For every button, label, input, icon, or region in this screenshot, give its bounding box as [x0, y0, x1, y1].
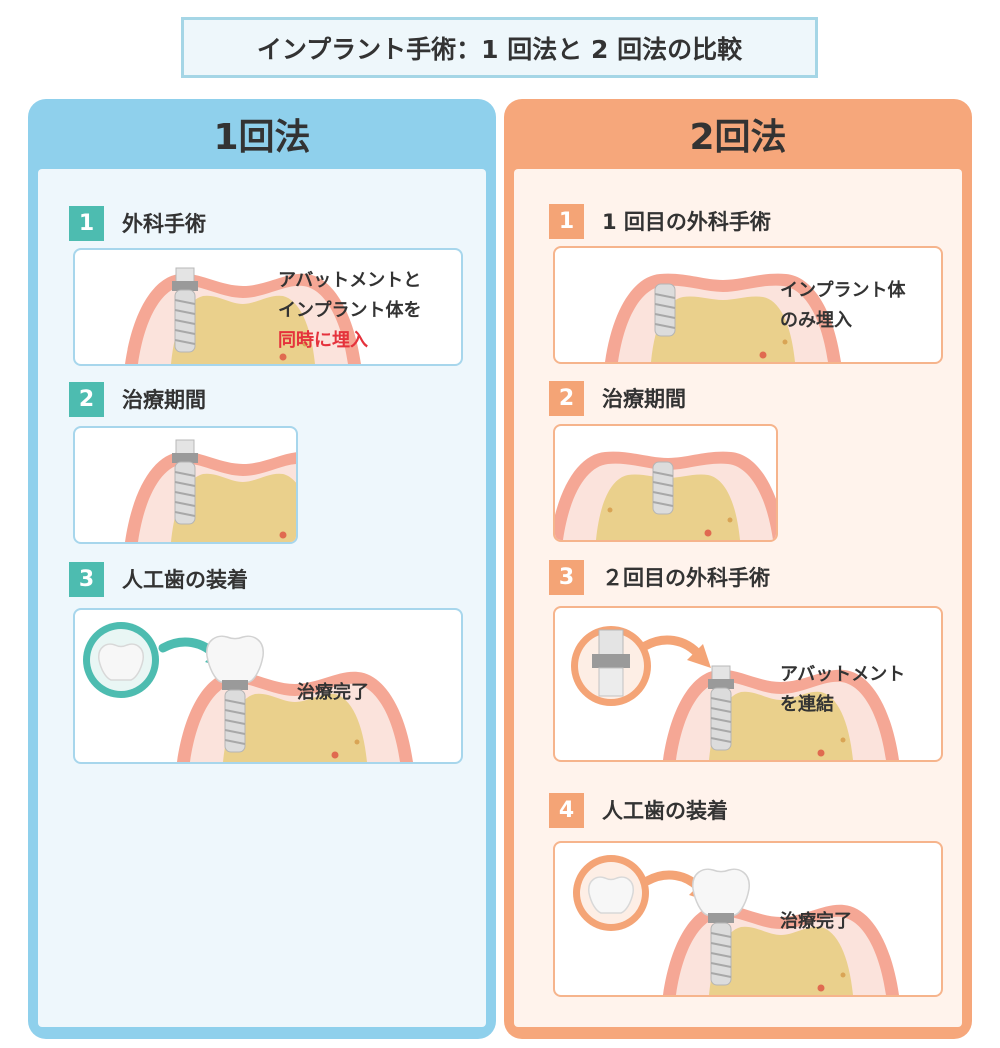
- step-number-badge: 3: [69, 561, 104, 597]
- step-label: 治療期間: [602, 387, 686, 411]
- healing-period-illustration: [125, 439, 296, 542]
- one-stage-step-2: 2 治療期間: [69, 381, 206, 417]
- two-stage-step-4: 4 人工歯の装着: [549, 792, 728, 828]
- desc-line: のみ埋入: [780, 310, 852, 331]
- step-label: 人工歯の装着: [602, 799, 728, 823]
- desc-line: アバットメントと: [278, 270, 422, 291]
- desc-line: インプラント体を: [278, 300, 422, 321]
- desc-line: インプラント体: [780, 280, 906, 301]
- two-stage-step-1: 1 1 回目の外科手術: [549, 203, 771, 239]
- step-description: アバットメントと インプラント体を 同時に埋入: [278, 266, 421, 356]
- crown-placement-illustration: [573, 855, 899, 995]
- implant-fixture: [710, 687, 732, 751]
- two-stage-step-2: 2 治療期間: [549, 380, 686, 416]
- one-stage-crown-card: 治療完了: [73, 608, 463, 764]
- two-stage-heading: 2回法: [689, 117, 787, 158]
- implant-fixture: [174, 289, 196, 353]
- step-number-badge: 2: [549, 380, 584, 416]
- two-stage-first-surgery-card: インプラント体 のみ埋入: [553, 246, 943, 364]
- step-number-badge: 2: [69, 381, 104, 417]
- two-stage-crown-card: 治療完了: [553, 841, 943, 997]
- one-stage-step-3: 3 人工歯の装着: [69, 561, 248, 597]
- desc-highlight: 同時に埋入: [278, 330, 368, 351]
- implant-with-abutment-illustration: [125, 267, 361, 364]
- step-number-badge: 1: [69, 205, 104, 241]
- healing-period-illustration: [555, 451, 776, 540]
- artificial-tooth: [692, 868, 750, 916]
- step-description: インプラント体 のみ埋入: [780, 276, 905, 336]
- step-number-badge: 4: [549, 792, 584, 828]
- abutment-connection-illustration: [571, 626, 899, 760]
- implant-fixture: [710, 922, 732, 986]
- desc-line: アバットメント: [780, 664, 906, 685]
- step-description: アバットメント を連結: [780, 660, 905, 720]
- two-stage-step-3: 3 ２回目の外科手術: [549, 559, 770, 595]
- step-label: 外科手術: [122, 212, 206, 236]
- step-description: 治療完了: [297, 682, 369, 703]
- crown-icon: [587, 876, 635, 914]
- one-stage-surgery-card: アバットメントと インプラント体を 同時に埋入: [73, 248, 463, 366]
- one-stage-step-1: 1 外科手術: [69, 205, 206, 241]
- step-description: 治療完了: [780, 911, 852, 932]
- arrow-icon: [645, 640, 711, 668]
- crown-placement-illustration: [83, 622, 413, 762]
- step-label: ２回目の外科手術: [602, 566, 770, 590]
- gum-bone-graphic: [177, 671, 413, 762]
- one-stage-heading: 1回法: [213, 117, 311, 158]
- step-label: 人工歯の装着: [122, 568, 248, 592]
- implant-fixture: [224, 689, 246, 753]
- two-stage-second-surgery-card: アバットメント を連結: [553, 606, 943, 762]
- implant-only-illustration: [605, 273, 841, 362]
- step-label: 治療期間: [122, 388, 206, 412]
- gum-bone-graphic: [125, 451, 296, 542]
- implant-fixture: [174, 461, 196, 525]
- step-number-badge: 1: [549, 203, 584, 239]
- crown-icon: [97, 643, 145, 681]
- step-number-badge: 3: [549, 559, 584, 595]
- page-title: インプラント手術：1 回法と 2 回法の比較: [181, 17, 818, 78]
- desc-line: を連結: [780, 694, 834, 715]
- one-stage-healing-card: [73, 426, 298, 544]
- step-label: 1 回目の外科手術: [602, 210, 771, 234]
- two-stage-healing-card: [553, 424, 778, 542]
- artificial-tooth: [206, 635, 264, 683]
